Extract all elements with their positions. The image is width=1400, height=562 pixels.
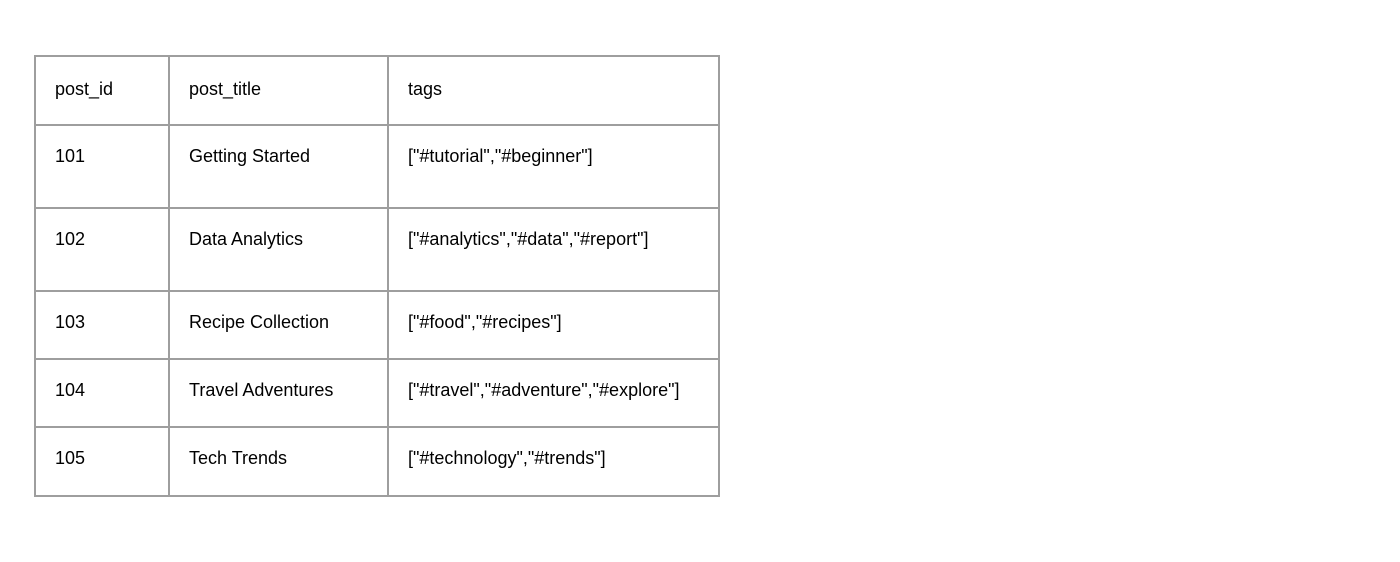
header-label: tags — [408, 79, 443, 99]
cell-post-id: 102 — [34, 207, 170, 292]
cell-text: ["#analytics","#data","#report"] — [408, 229, 649, 249]
header-cell-post-id: post_id — [34, 55, 170, 126]
cell-post-title: Tech Trends — [168, 426, 389, 497]
cell-tags: ["#technology","#trends"] — [387, 426, 720, 497]
table-header-row: post_id post_title tags — [34, 55, 720, 126]
cell-text: ["#tutorial","#beginner"] — [408, 146, 593, 166]
header-label: post_id — [55, 79, 114, 99]
cell-text: 102 — [55, 229, 86, 249]
cell-post-title: Recipe Collection — [168, 290, 389, 360]
table-row: 101 Getting Started ["#tutorial","#begin… — [34, 124, 720, 209]
cell-tags: ["#food","#recipes"] — [387, 290, 720, 360]
cell-tags: ["#travel","#adventure","#explore"] — [387, 358, 720, 428]
cell-text: 101 — [55, 146, 86, 166]
table-row: 104 Travel Adventures ["#travel","#adven… — [34, 358, 720, 428]
header-cell-tags: tags — [387, 55, 720, 126]
cell-tags: ["#analytics","#data","#report"] — [387, 207, 720, 292]
cell-text: Tech Trends — [189, 448, 288, 468]
table-row: 105 Tech Trends ["#technology","#trends"… — [34, 426, 720, 497]
cell-post-title: Getting Started — [168, 124, 389, 209]
cell-post-id: 101 — [34, 124, 170, 209]
cell-text: 105 — [55, 448, 86, 468]
posts-table: post_id post_title tags 101 Getting Star… — [34, 55, 720, 497]
table-row: 103 Recipe Collection ["#food","#recipes… — [34, 290, 720, 360]
cell-post-id: 103 — [34, 290, 170, 360]
table-row: 102 Data Analytics ["#analytics","#data"… — [34, 207, 720, 292]
cell-text: ["#travel","#adventure","#explore"] — [408, 380, 680, 400]
cell-text: ["#technology","#trends"] — [408, 448, 606, 468]
cell-post-title: Travel Adventures — [168, 358, 389, 428]
cell-text: Recipe Collection — [189, 312, 330, 332]
cell-text: Getting Started — [189, 146, 311, 166]
cell-post-title: Data Analytics — [168, 207, 389, 292]
cell-post-id: 105 — [34, 426, 170, 497]
header-label: post_title — [189, 79, 262, 99]
cell-text: ["#food","#recipes"] — [408, 312, 562, 332]
cell-text: Travel Adventures — [189, 380, 334, 400]
cell-tags: ["#tutorial","#beginner"] — [387, 124, 720, 209]
cell-post-id: 104 — [34, 358, 170, 428]
header-cell-post-title: post_title — [168, 55, 389, 126]
cell-text: 103 — [55, 312, 86, 332]
cell-text: 104 — [55, 380, 86, 400]
cell-text: Data Analytics — [189, 229, 304, 249]
